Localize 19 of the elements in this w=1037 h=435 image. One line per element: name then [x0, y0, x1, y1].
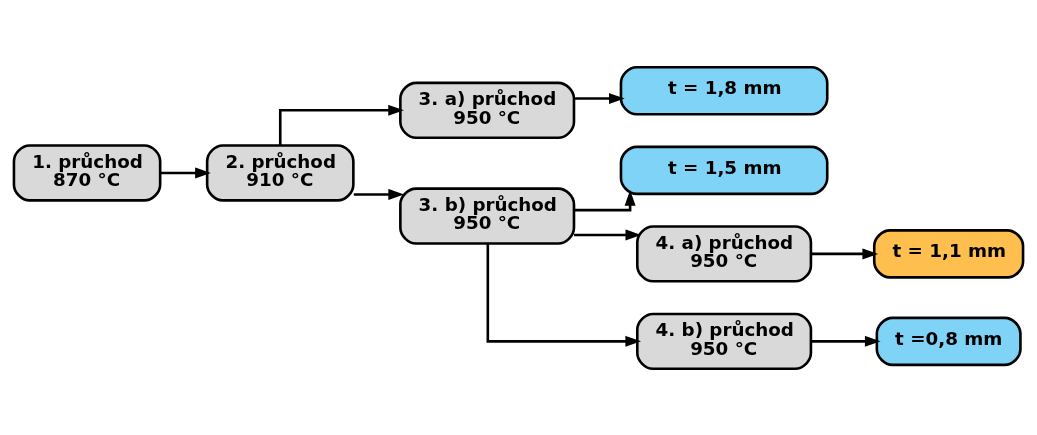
arrow [811, 247, 879, 259]
node-box: 3. a) průchod 950 °C [399, 81, 576, 139]
arrow [160, 166, 211, 178]
node-box: t =0,8 mm [875, 316, 1022, 366]
arrow [278, 104, 404, 145]
node-box: t = 1,8 mm [619, 65, 829, 116]
arrow [486, 243, 642, 347]
node-box: 4. a) průchod 950 °C [636, 224, 813, 283]
arrow [811, 335, 881, 347]
node-box: 1. průchod 870 °C [12, 143, 162, 202]
node-box: 3. b) průchod 950 °C [399, 186, 576, 245]
arrow [353, 188, 405, 200]
node-box: 4. b) průchod 950 °C [636, 312, 813, 370]
node-box: 2. průchod 910 °C [205, 143, 355, 202]
arrow [574, 189, 636, 211]
node-box: t = 1,1 mm [872, 228, 1025, 279]
node-box: t = 1,5 mm [619, 145, 829, 195]
arrow [574, 229, 642, 240]
arrow [574, 92, 625, 104]
